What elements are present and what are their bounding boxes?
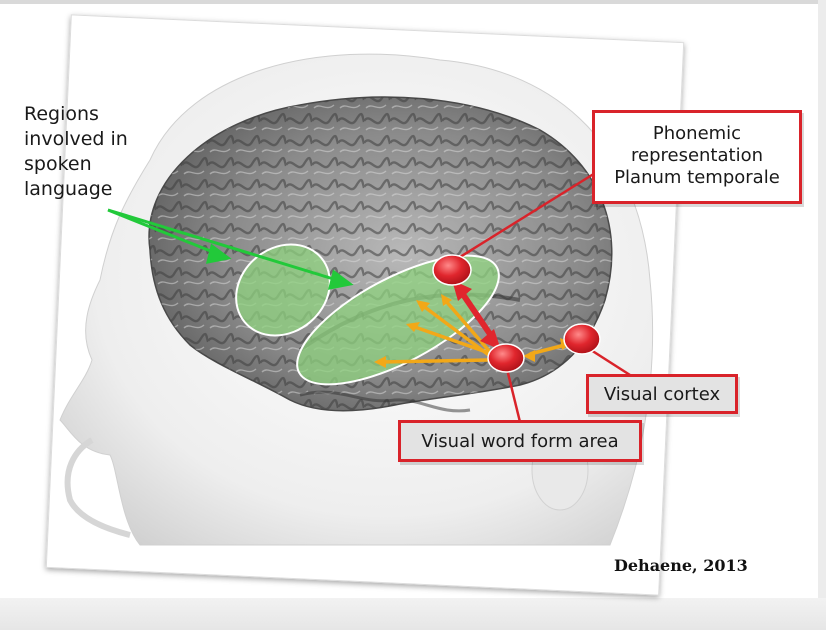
annotation-line: spoken xyxy=(24,152,128,177)
visual-cortex-label: Visual cortex xyxy=(604,384,720,405)
vwfa-label: Visual word form area xyxy=(421,431,618,452)
planum-temporale-node xyxy=(433,255,471,285)
visual-cortex-node xyxy=(564,324,600,354)
connection-arrow xyxy=(380,360,488,362)
annotation-line: involved in xyxy=(24,127,128,152)
citation: Dehaene, 2013 xyxy=(614,556,748,575)
visual-cortex-label-box: Visual cortex xyxy=(586,374,738,414)
phonemic-line: representation xyxy=(595,145,799,167)
phonemic-label-box: Phonemic representation Planum temporale xyxy=(592,110,802,204)
annotation-line: language xyxy=(24,177,128,202)
phonemic-line: Phonemic xyxy=(595,123,799,145)
phonemic-line: Planum temporale xyxy=(595,167,799,189)
spoken-language-annotation: Regions involved in spoken language xyxy=(24,102,128,202)
vwfa-label-box: Visual word form area xyxy=(398,420,642,462)
vwfa-node xyxy=(488,344,524,372)
annotation-line: Regions xyxy=(24,102,128,127)
